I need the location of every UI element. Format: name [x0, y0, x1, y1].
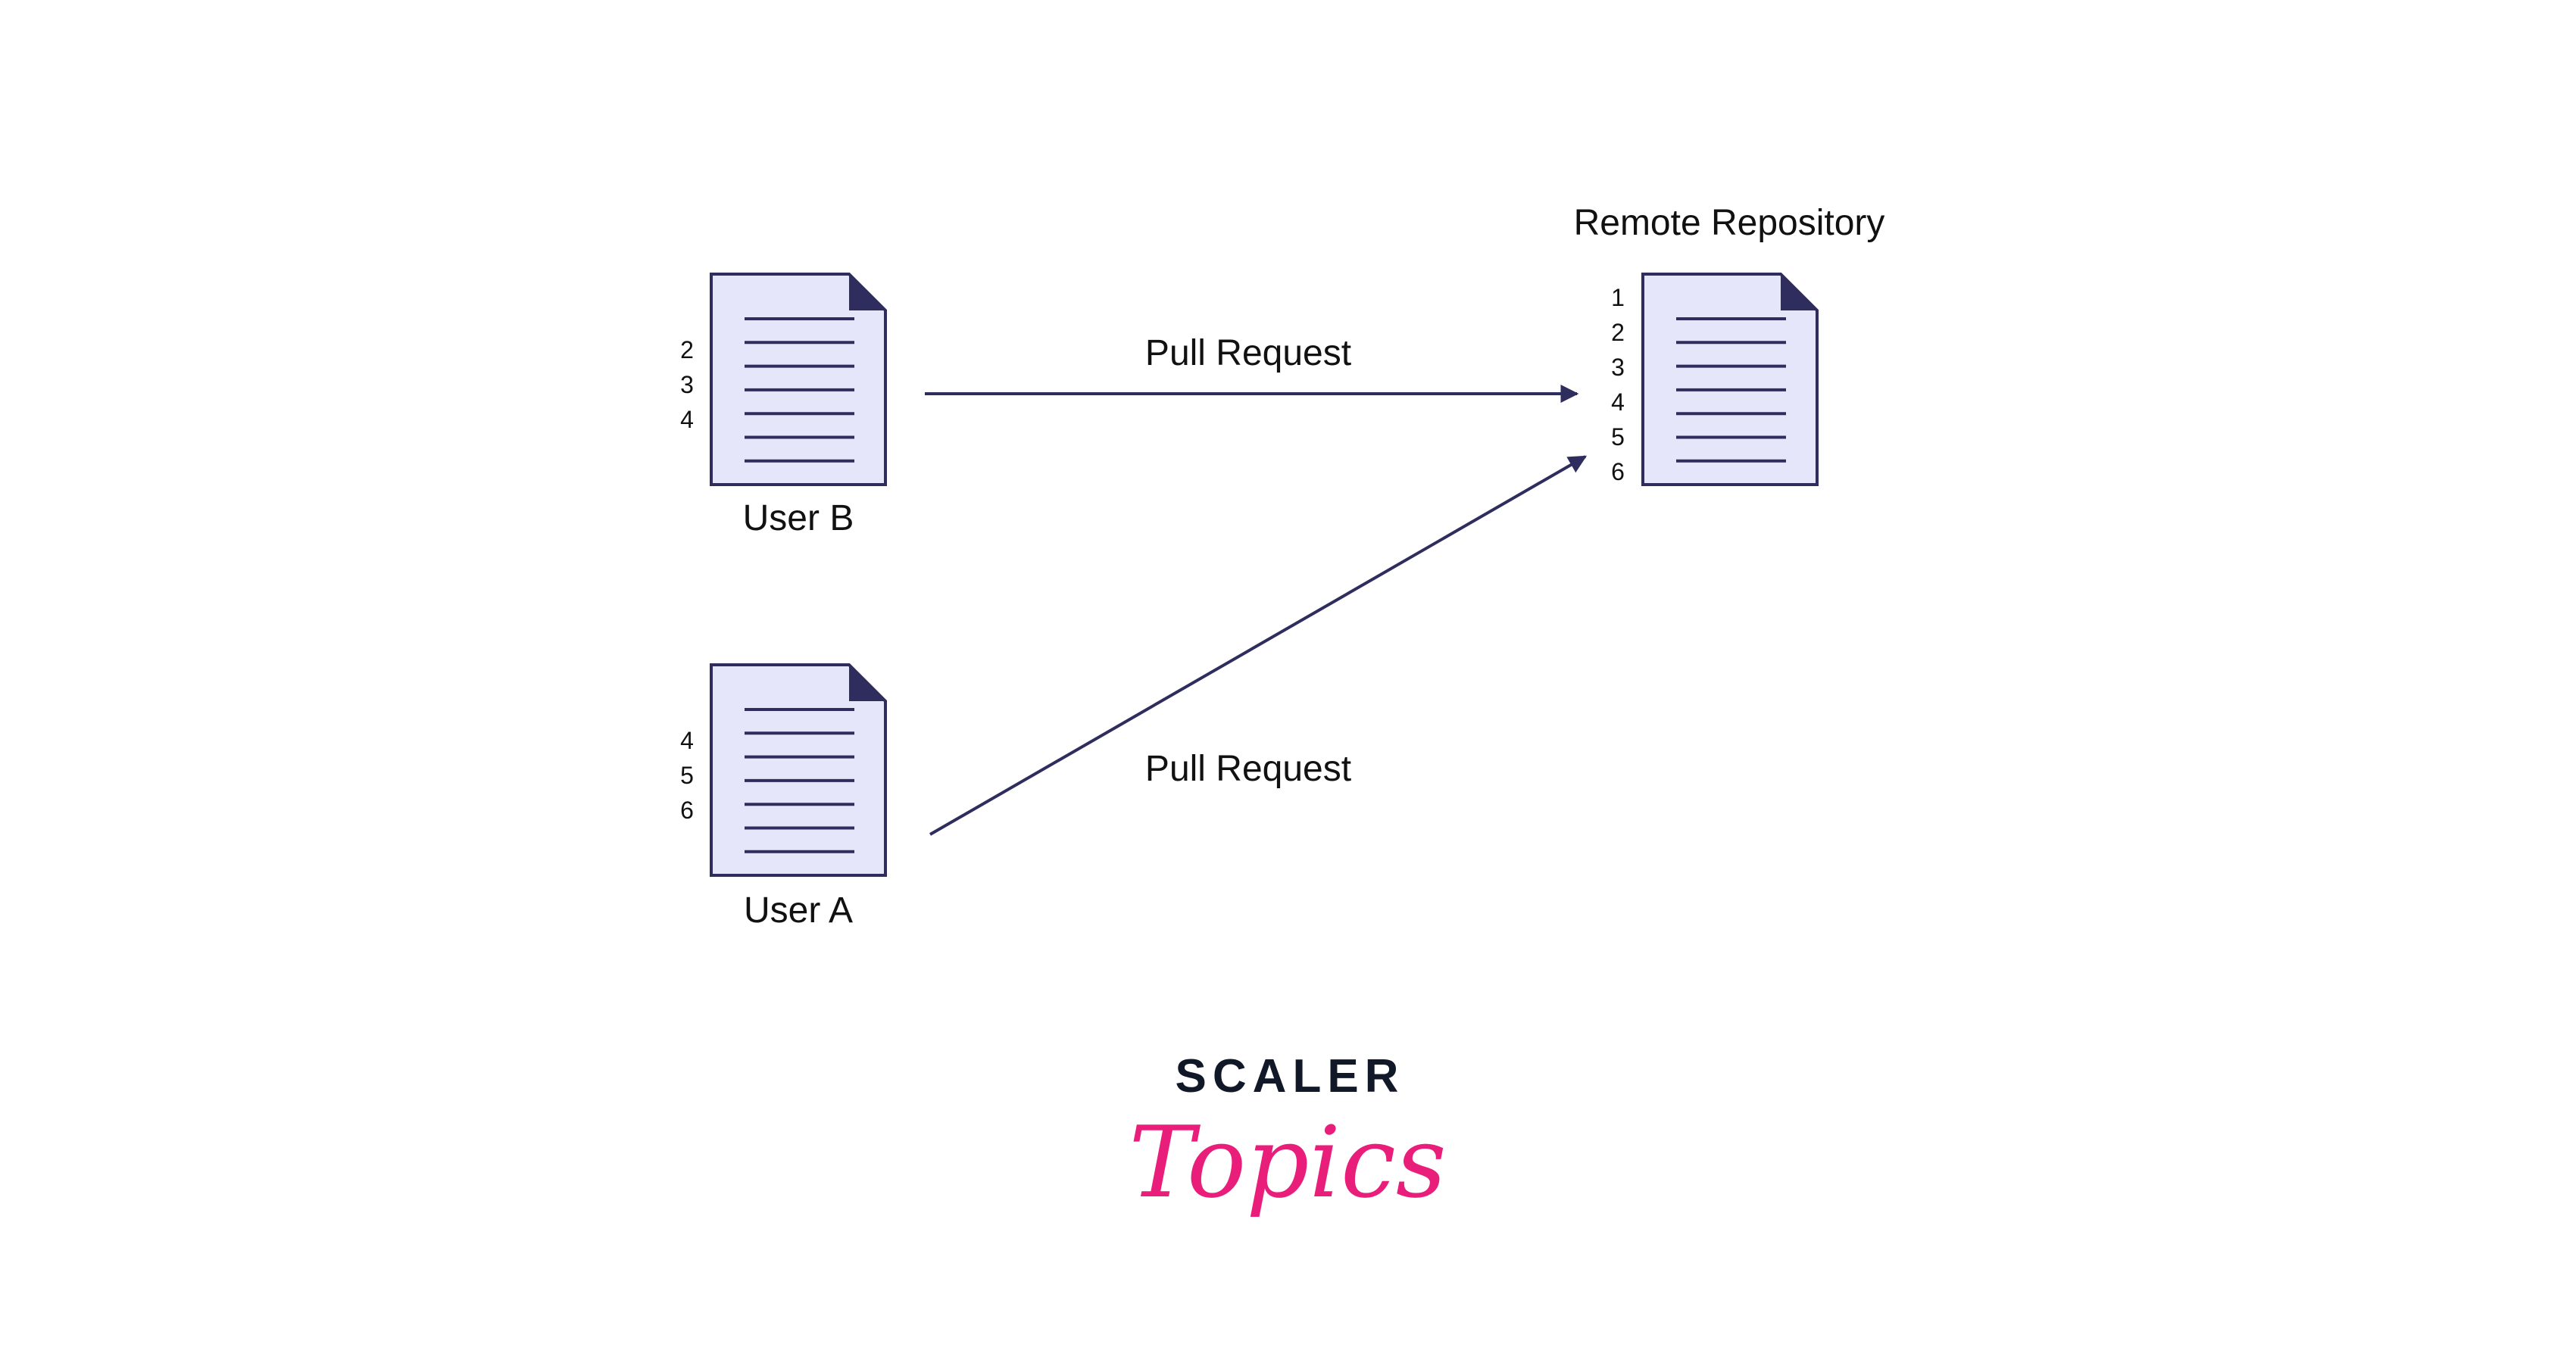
line-number: 3 [1611, 354, 1625, 381]
remote-repository-label: Remote Repository [1574, 203, 1885, 243]
line-number: 4 [1611, 388, 1625, 416]
line-number: 2 [680, 336, 694, 363]
pull-request-arrow-a [929, 455, 1588, 836]
line-number: 5 [680, 762, 694, 789]
line-number: 6 [680, 797, 694, 824]
document-page [710, 663, 887, 877]
document-page [1641, 273, 1819, 486]
pull-request-label-top: Pull Request [1145, 333, 1351, 373]
line-number: 1 [1611, 284, 1625, 311]
scaler-topics-logo: SCALER Topics [1129, 1050, 1446, 1220]
user-a-label: User A [744, 890, 853, 931]
remote-repository-document-icon: 1 2 3 4 5 6 [1611, 273, 1819, 486]
line-number: 4 [680, 406, 694, 433]
user-b-document-icon: 2 3 4 [680, 273, 887, 486]
folded-corner [1781, 274, 1817, 310]
line-number: 2 [1611, 319, 1625, 346]
document-page [710, 273, 887, 486]
folded-corner [849, 274, 885, 310]
line-number: 4 [680, 727, 694, 754]
folded-corner [849, 665, 885, 701]
line-number: 5 [1611, 423, 1625, 451]
line-number: 3 [680, 371, 694, 398]
pull-request-label-bottom: Pull Request [1145, 749, 1351, 789]
line-number: 6 [1611, 458, 1625, 485]
user-b-label: User B [743, 498, 854, 538]
logo-topics-text: Topics [1129, 1105, 1446, 1220]
logo-scaler-text: SCALER [1176, 1050, 1405, 1102]
user-a-document-icon: 4 5 6 [680, 663, 887, 877]
